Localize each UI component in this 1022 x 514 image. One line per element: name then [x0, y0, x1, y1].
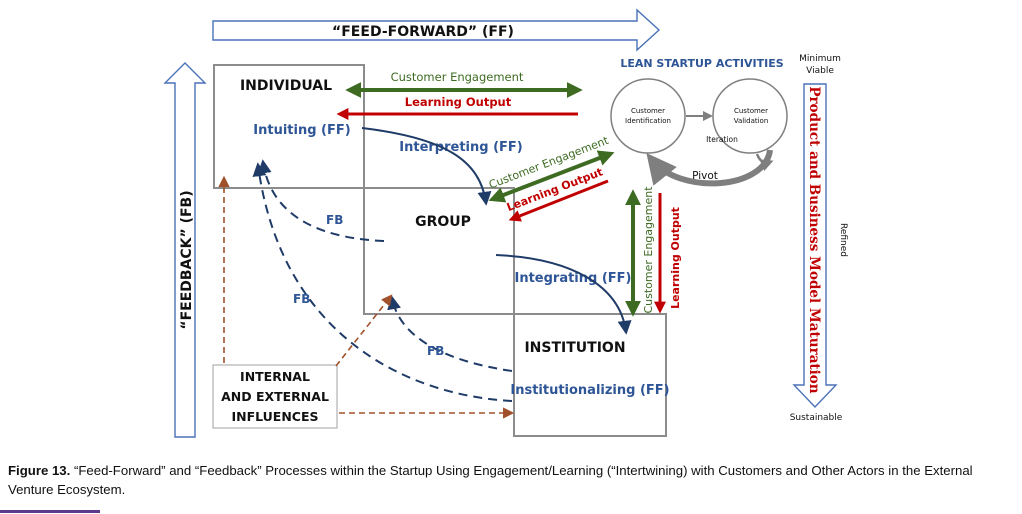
learning-output-label-vert: Learning Output	[669, 207, 682, 309]
intuiting-label: Intuiting (FF)	[253, 123, 350, 138]
customer-validation-circle	[712, 78, 788, 154]
customer-validation-line1: Customer	[734, 107, 768, 115]
maturation-arrow: Product and Business Model Maturation Mi…	[790, 54, 848, 423]
customer-engagement-label-vert: Customer Engagement	[642, 186, 655, 314]
influences-box	[212, 364, 338, 429]
feedback-institution-to-group-arrow	[387, 295, 513, 372]
institution-box	[513, 313, 667, 437]
caption-text: “Feed-Forward” and “Feedback” Processes …	[8, 463, 973, 497]
individual-title: INDIVIDUAL	[240, 78, 332, 94]
interpreting-label: Interpreting (FF)	[399, 140, 522, 155]
integrating-flow-arrow	[495, 254, 632, 335]
fb-label-1: FB	[326, 213, 343, 227]
integrating-label: Integrating (FF)	[514, 271, 631, 286]
interpreting-flow-arrow	[361, 127, 492, 206]
customer-engagement-arrow-diag	[488, 150, 615, 203]
customer-validation-line2: Validation	[734, 117, 769, 125]
maturation-middle: Refined	[838, 223, 848, 257]
feedback-label: “FEEDBACK” (FB)	[179, 190, 195, 329]
customer-engagement-label-top: Customer Engagement	[391, 70, 524, 84]
learning-output-arrow-diag	[508, 179, 609, 222]
institutionalizing-label: Institutionalizing (FF)	[510, 383, 669, 398]
caption-label: Figure 13.	[8, 463, 71, 478]
lean-startup-title: LEAN STARTUP ACTIVITIES	[620, 57, 783, 70]
feedback-arrow: “FEEDBACK” (FB)	[163, 62, 207, 438]
caption-accent-rule	[0, 510, 100, 513]
lean-startup-cycle: LEAN STARTUP ACTIVITIES Customer Identif…	[610, 57, 788, 187]
customer-identification-line1: Customer	[631, 107, 665, 115]
group-title: GROUP	[415, 214, 471, 230]
maturation-top-line2: Viable	[806, 66, 834, 76]
influences-line1: INTERNAL	[240, 369, 310, 384]
fb-label-2: FB	[293, 292, 310, 306]
group-box	[363, 187, 515, 315]
pivot-label: Pivot	[692, 170, 718, 182]
figure-caption: Figure 13. “Feed-Forward” and “Feedback”…	[8, 461, 1013, 499]
pivot-loop-arrow	[646, 149, 773, 187]
maturation-title: Product and Business Model Maturation	[806, 86, 822, 393]
learning-output-label-top: Learning Output	[405, 95, 512, 109]
influence-to-group-arrow	[335, 294, 393, 367]
individual-box	[213, 64, 365, 189]
maturation-bottom: Sustainable	[790, 413, 843, 423]
fb-label-3: FB	[427, 344, 444, 358]
feed-forward-arrow: “FEED-FORWARD” (FF)	[212, 8, 661, 52]
iteration-label: Iteration	[706, 135, 738, 144]
customer-identification-circle	[610, 78, 686, 154]
influences-line3: INFLUENCES	[231, 409, 318, 424]
feedback-institution-to-individual-arrow	[252, 162, 513, 402]
feedback-group-to-individual-arrow	[257, 159, 385, 242]
feed-forward-label: “FEED-FORWARD” (FF)	[332, 24, 514, 40]
maturation-top-line1: Minimum	[799, 54, 841, 64]
institution-title: INSTITUTION	[524, 340, 625, 356]
customer-identification-line2: Identification	[625, 117, 671, 125]
influences-line2: AND EXTERNAL	[221, 389, 329, 404]
